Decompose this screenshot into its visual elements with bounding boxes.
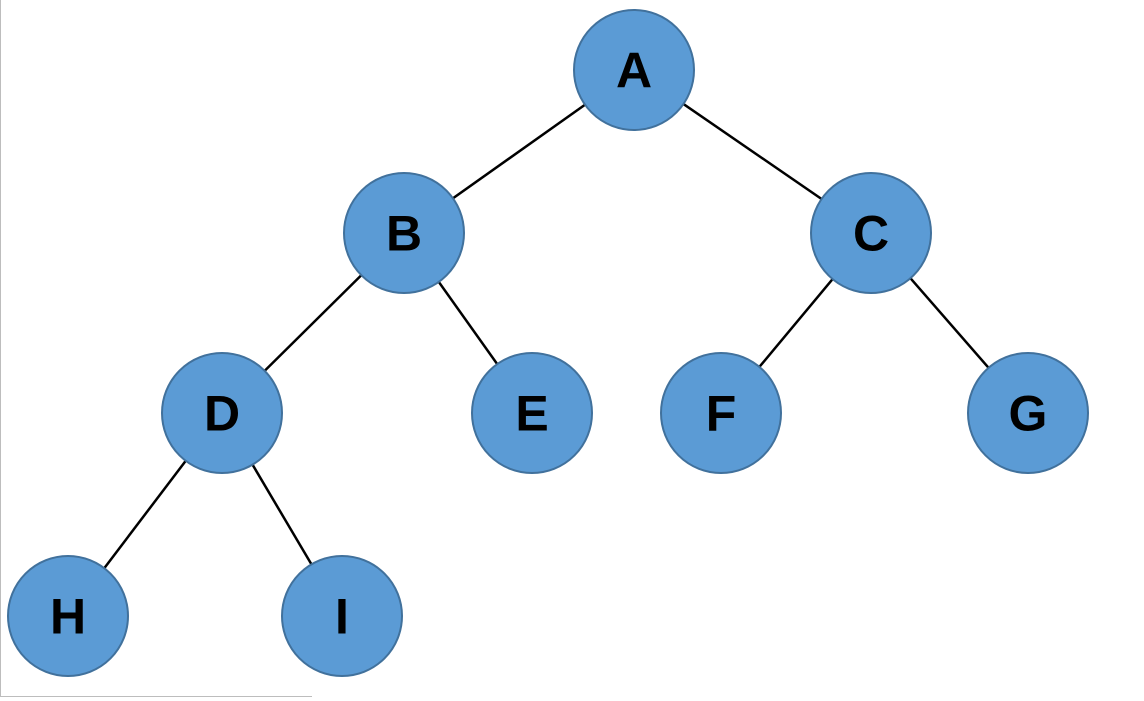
node-circle-H [7, 555, 129, 677]
node-label-D: D [204, 386, 240, 442]
node-label-I: I [335, 589, 349, 645]
tree-node-H: H [7, 555, 129, 677]
node-label-E: E [515, 386, 548, 442]
node-circle-B [343, 172, 465, 294]
page-border-bottom [0, 696, 312, 697]
tree-nodes: A B C D E F G H I [7, 9, 1089, 677]
node-circle-D [161, 352, 283, 474]
node-circle-A [573, 9, 695, 131]
node-circle-G [967, 352, 1089, 474]
node-label-A: A [616, 43, 652, 99]
tree-node-G: G [967, 352, 1089, 474]
node-circle-E [471, 352, 593, 474]
page-border-left [0, 0, 1, 697]
tree-node-C: C [810, 172, 932, 294]
tree-node-B: B [343, 172, 465, 294]
tree-node-F: F [660, 352, 782, 474]
tree-node-A: A [573, 9, 695, 131]
node-label-B: B [386, 206, 422, 262]
tree-node-D: D [161, 352, 283, 474]
tree-node-E: E [471, 352, 593, 474]
tree-node-I: I [281, 555, 403, 677]
node-label-H: H [50, 589, 86, 645]
node-circle-F [660, 352, 782, 474]
node-label-F: F [706, 386, 737, 442]
tree-edges [67, 68, 1029, 617]
node-label-G: G [1009, 386, 1048, 442]
node-circle-I [281, 555, 403, 677]
node-circle-C [810, 172, 932, 294]
node-label-C: C [853, 206, 889, 262]
